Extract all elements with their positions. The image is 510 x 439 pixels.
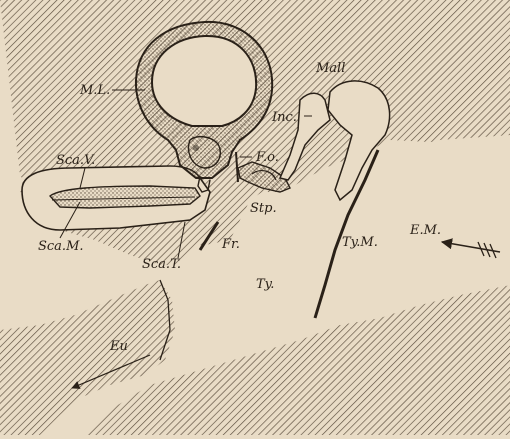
label-malleus: Mall: [315, 61, 345, 76]
label-membranous-labyrinth: M.L.: [79, 83, 110, 98]
label-fenestra-rotunda: Fr.: [221, 237, 240, 252]
label-stapes: Stp.: [250, 201, 277, 216]
membranous-labyrinth-inner: [152, 36, 256, 126]
label-scala-media: Sca.M.: [38, 239, 84, 254]
label-scala-tympani: Sca.T.: [142, 257, 181, 272]
label-incus: Inc.: [271, 110, 297, 125]
label-external-meatus: E.M.: [409, 223, 441, 238]
label-scala-vestibuli: Sca.V.: [56, 153, 95, 168]
label-fenestra-ovalis: F.o.: [255, 150, 279, 165]
label-tympanic-membrane: Ty.M.: [342, 235, 378, 250]
label-eustachian-tube: Eu: [109, 339, 128, 354]
label-tympanum: Ty.: [256, 277, 274, 292]
endolymph-dots: [193, 145, 199, 151]
